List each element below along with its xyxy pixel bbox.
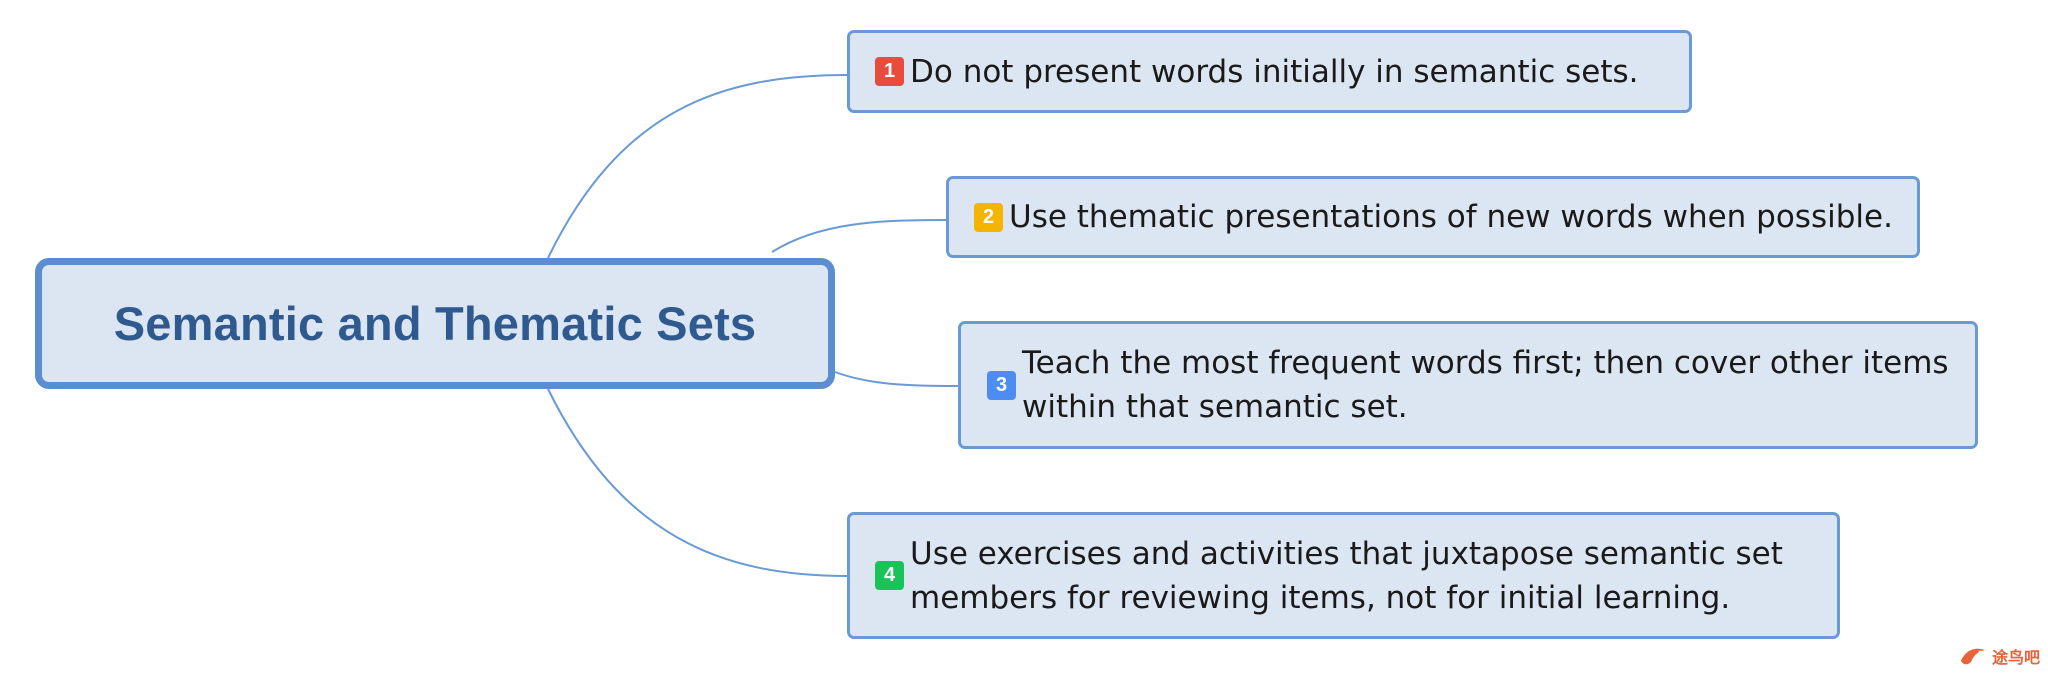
connector-topic-2	[771, 219, 947, 253]
central-topic[interactable]: Semantic and Thematic Sets	[35, 258, 835, 389]
topic-text-3: Teach the most frequent words first; the…	[1022, 341, 1949, 429]
bird-logo-icon	[1960, 648, 1985, 665]
priority-4-icon: 4	[875, 561, 904, 590]
priority-2-icon: 2	[974, 202, 1003, 232]
topic-line: Do not present words initially in semant…	[910, 53, 1639, 90]
watermark-text: 途鸟吧	[1991, 648, 2040, 667]
topic-node-2[interactable]: 2 Use thematic presentations of new word…	[946, 176, 1920, 258]
topic-node-1[interactable]: 1 Do not present words initially in sema…	[847, 30, 1692, 113]
topic-text-1: Do not present words initially in semant…	[910, 50, 1639, 94]
connector-topic-1	[547, 74, 848, 259]
central-topic-title: Semantic and Thematic Sets	[113, 297, 757, 350]
connector-topic-4	[547, 388, 848, 577]
topic-node-4[interactable]: 4 Use exercises and activities that juxt…	[847, 512, 1840, 639]
topic-line: Teach the most frequent words first; the…	[1022, 345, 1949, 381]
connector-topic-3	[834, 371, 959, 387]
priority-1-icon: 1	[875, 57, 904, 86]
topic-line: Use thematic presentations of new words …	[1009, 199, 1893, 235]
topic-line: Use exercises and activities that juxtap…	[910, 535, 1783, 572]
priority-3-icon: 3	[987, 370, 1016, 400]
topic-text-4: Use exercises and activities that juxtap…	[910, 532, 1783, 620]
watermark: 途鸟吧	[1958, 643, 2040, 669]
topic-line: within that semantic set.	[1022, 389, 1408, 425]
topic-line: members for reviewing items, not for ini…	[910, 579, 1731, 616]
topic-text-2: Use thematic presentations of new words …	[1009, 195, 1893, 239]
topic-node-3[interactable]: 3 Teach the most frequent words first; t…	[958, 321, 1978, 449]
